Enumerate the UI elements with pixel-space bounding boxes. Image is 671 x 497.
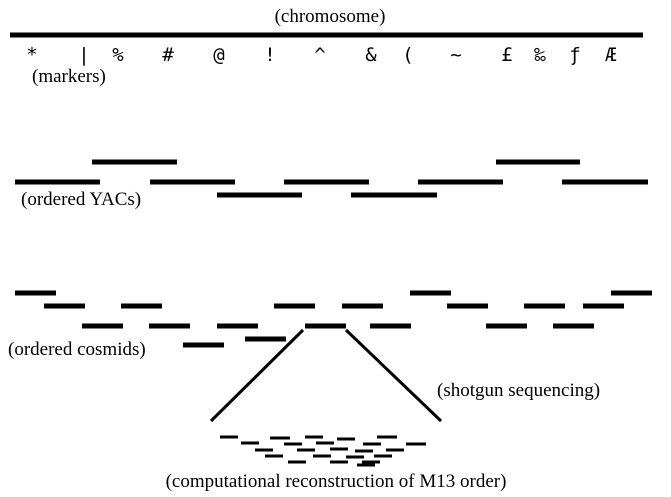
markers-label: (markers) <box>32 66 106 87</box>
chromosome-label: (chromosome) <box>275 6 386 27</box>
marker: | <box>78 44 89 66</box>
marker: £ <box>501 44 512 66</box>
yac-layer <box>15 159 648 198</box>
shotgun-label: (shotgun sequencing) <box>437 380 600 401</box>
cosmid-layer <box>15 290 652 348</box>
marker: * <box>26 44 37 66</box>
marker: ƒ <box>569 44 580 66</box>
yacs-label: (ordered YACs) <box>21 189 141 210</box>
marker-row: * | % # @ ! ^ & ( ~ £ ‰ ƒ Æ <box>26 44 616 66</box>
marker: & <box>365 44 377 66</box>
marker: # <box>162 44 174 66</box>
reconstruction-label: (computational reconstruction of M13 ord… <box>166 471 507 492</box>
marker: ! <box>264 44 275 66</box>
m13-layer <box>220 435 426 467</box>
expansion-line-left <box>209 328 305 423</box>
expansion-line-right <box>344 328 443 423</box>
marker: % <box>112 44 124 66</box>
marker: Æ <box>605 44 616 66</box>
cosmids-label: (ordered cosmids) <box>8 339 146 360</box>
marker: @ <box>213 44 224 66</box>
marker: ~ <box>450 44 461 66</box>
marker: ‰ <box>534 44 546 66</box>
marker: ( <box>402 44 413 66</box>
marker: ^ <box>314 44 325 66</box>
